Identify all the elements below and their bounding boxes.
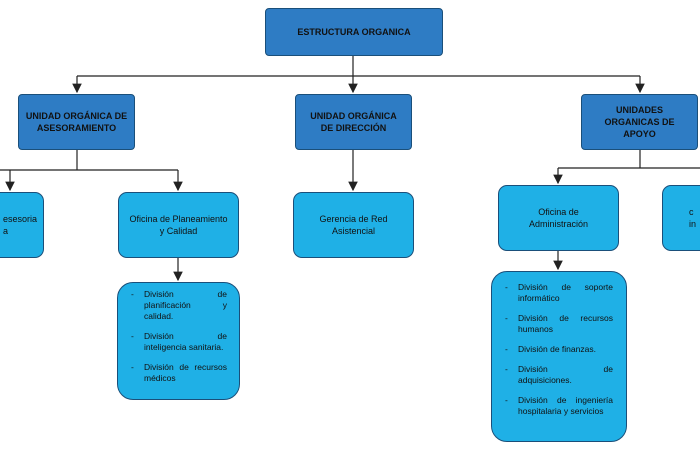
list-item: División de inteligencia sanitaria. [131,331,227,353]
right-box-label: c in [689,206,697,229]
list-item: División de planificación y calidad. [131,289,227,322]
connector-apoyo-branch [558,150,700,169]
asesoria-label: esesoria a [2,213,37,236]
list-item: División de recursos humanos [505,313,613,335]
root-title: ESTRUCTURA ORGANICA [297,26,411,37]
root-title-box: ESTRUCTURA ORGANICA [265,8,443,56]
planeamiento-divisions-box: División de planificación y calidad. Div… [117,282,240,400]
planeamiento-box: Oficina de Planeamiento y Calidad [118,192,239,258]
apoyo-box: UNIDADES ORGANICAS DE APOYO [581,94,698,150]
gerencia-box: Gerencia de Red Asistencial [293,192,414,258]
list-item: División de recursos médicos [131,362,227,384]
administracion-label: Oficina de Administración [528,206,589,229]
asesoramiento-label: UNIDAD ORGÁNICA DE ASESORAMIENTO [25,110,128,133]
list-item: División de ingeniería hospitalaria y se… [505,395,613,417]
direccion-label: UNIDAD ORGÁNICA DE DIRECCIÓN [310,110,397,133]
direccion-box: UNIDAD ORGÁNICA DE DIRECCIÓN [295,94,412,150]
gerencia-label: Gerencia de Red Asistencial [319,213,388,236]
connector-root [77,56,640,77]
administracion-divisions-box: División de soporte informático División… [491,271,627,442]
list-item: División de finanzas. [505,344,613,355]
apoyo-label: UNIDADES ORGANICAS DE APOYO [604,104,675,140]
list-item: División de soporte informático [505,282,613,304]
planeamiento-label: Oficina de Planeamiento y Calidad [129,213,228,236]
asesoramiento-box: UNIDAD ORGÁNICA DE ASESORAMIENTO [18,94,135,150]
administracion-box: Oficina de Administración [498,185,619,251]
connector-asesoramiento-branch [0,150,178,171]
asesoria-box-partial: esesoria a [0,192,44,258]
right-box-partial: c in [662,185,700,251]
list-item: División de adquisiciones. [505,364,613,386]
